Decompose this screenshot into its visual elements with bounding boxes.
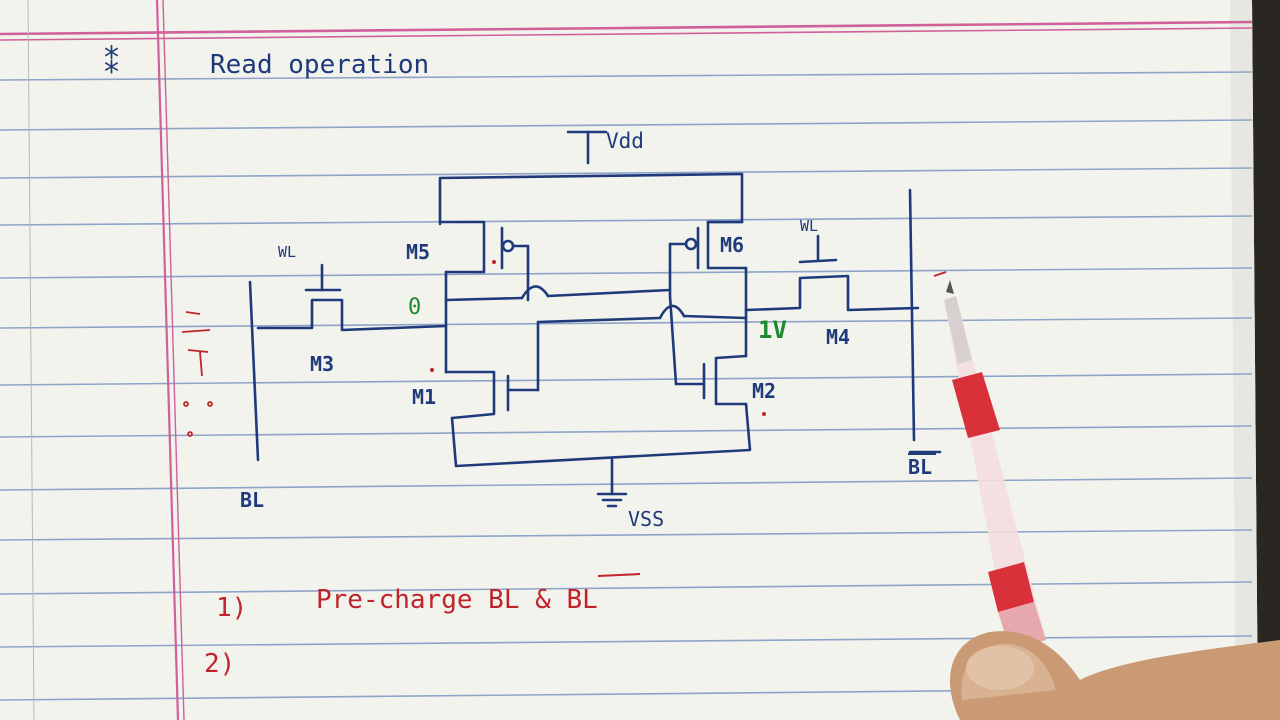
node-qbar-value: 1V xyxy=(758,316,787,344)
m2-label: M2 xyxy=(752,379,776,403)
paper-edge-shadow xyxy=(1230,0,1258,720)
m6-label: M6 xyxy=(720,233,744,257)
red-dots xyxy=(430,260,766,416)
vdd-label: Vdd xyxy=(606,129,644,153)
node-q-value: 0 xyxy=(408,295,421,320)
step-1-overbar xyxy=(597,573,641,577)
vss-label: VSS xyxy=(628,507,664,531)
step-2-number: 2) xyxy=(204,649,235,679)
m3-label: M3 xyxy=(310,352,334,376)
bitline-left-label: BL xyxy=(240,488,264,512)
red-margin-marks xyxy=(181,271,947,437)
m5-label: M5 xyxy=(406,240,430,264)
wordline-right-label: WL xyxy=(800,217,818,235)
heading-bullet: ⁑ xyxy=(104,45,119,81)
hand xyxy=(950,631,1280,720)
wordline-left-label: WL xyxy=(278,243,296,261)
heading-text: Read operation xyxy=(210,50,429,80)
sram-circuit xyxy=(248,130,942,508)
m4-label: M4 xyxy=(826,325,850,349)
step-1-text: Pre-charge BL & BL xyxy=(316,585,598,615)
m1-label: M1 xyxy=(412,385,436,409)
bitline-right-label: BL xyxy=(908,455,932,479)
step-1-number: 1) xyxy=(216,593,247,623)
margin-lines xyxy=(0,0,1253,720)
pen xyxy=(944,280,1046,650)
